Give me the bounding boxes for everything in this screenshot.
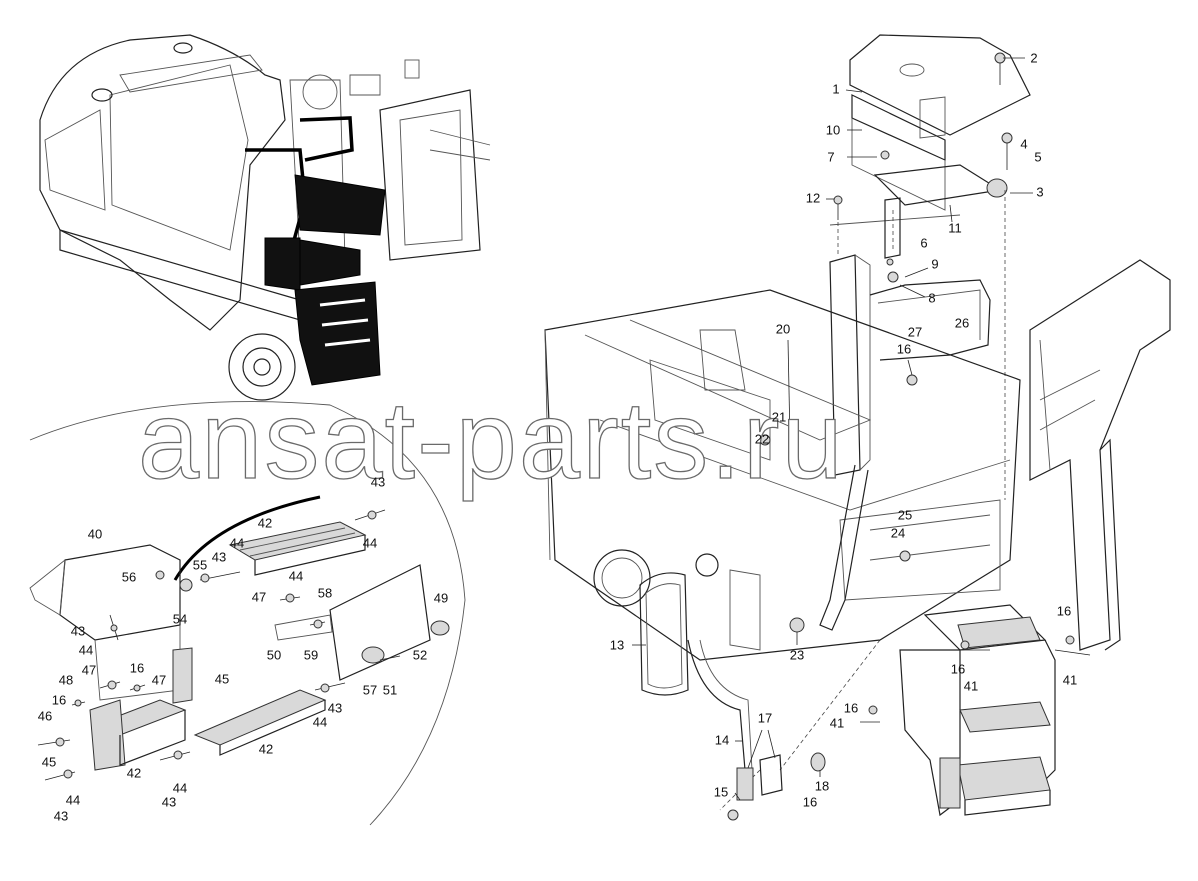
callout-label: 20 (776, 321, 790, 336)
callout-label: 45 (42, 754, 56, 769)
callout-label: 51 (383, 682, 397, 697)
callout-label: 43 (162, 794, 176, 809)
callout-label: 44 (289, 568, 303, 583)
callout-label: 16 (52, 692, 66, 707)
callout-label: 1 (832, 81, 839, 96)
callout-label: 45 (215, 671, 229, 686)
callout-label: 59 (304, 647, 318, 662)
step-plate-top (228, 521, 367, 576)
callout-label: 43 (212, 549, 226, 564)
callout-label: 42 (127, 765, 141, 780)
callout-label: 14 (715, 732, 729, 747)
side-plate (172, 647, 193, 704)
callout-label: 41 (830, 715, 844, 730)
callout-label: 25 (898, 507, 912, 522)
detail-circle (29, 401, 466, 826)
callout-label: 43 (371, 474, 385, 489)
callout-label: 41 (1063, 672, 1077, 687)
step-assembly-detail (29, 495, 450, 781)
step-plate-middle (193, 689, 327, 756)
callout-label: 11 (948, 220, 962, 235)
callout-label: 12 (806, 190, 820, 205)
callout-label: 44 (173, 780, 187, 795)
callout-label: 42 (258, 515, 272, 530)
step-plate-lower (89, 699, 187, 771)
callout-label: 10 (826, 122, 840, 137)
callout-label: 46 (38, 708, 52, 723)
callout-label: 44 (230, 535, 244, 550)
callout-label: 43 (71, 623, 85, 638)
callout-label: 58 (318, 585, 332, 600)
callout-label: 8 (928, 290, 935, 305)
callout-label: 47 (252, 589, 266, 604)
callout-label: 4 (1020, 136, 1027, 151)
callout-label: 41 (964, 678, 978, 693)
callout-label: 44 (79, 642, 93, 657)
callout-label: 52 (413, 647, 427, 662)
callout-label: 7 (827, 149, 834, 164)
callout-label: 16 (130, 660, 144, 675)
callout-label: 44 (363, 535, 377, 550)
callout-label: 54 (173, 611, 187, 626)
callout-label: 44 (313, 714, 327, 729)
callout-label: 16 (803, 794, 817, 809)
callout-label: 16 (951, 661, 965, 676)
callout-label: 27 (908, 324, 922, 339)
callout-label: 23 (790, 647, 804, 662)
callout-label: 3 (1036, 184, 1043, 199)
callout-label: 16 (897, 341, 911, 356)
callout-label: 26 (955, 315, 969, 330)
callout-label: 13 (610, 637, 624, 652)
step-unit-right (899, 604, 1056, 817)
callout-label: 15 (714, 784, 728, 799)
callout-label: 47 (152, 672, 166, 687)
watermark: ansat-parts.ru (138, 379, 845, 502)
bolts-left (37, 509, 401, 781)
callout-label: 48 (59, 672, 73, 687)
callout-label: 49 (434, 590, 448, 605)
machine-overview (39, 34, 491, 401)
callout-label: 40 (88, 526, 102, 541)
callout-label: 22 (755, 431, 769, 446)
callout-label: 24 (891, 525, 905, 540)
callout-label: 56 (122, 569, 136, 584)
callout-label: 55 (193, 557, 207, 572)
callout-label: 2 (1030, 50, 1037, 65)
callout-label: 9 (931, 256, 938, 271)
callout-label: 17 (758, 710, 772, 725)
callout-label: 16 (1057, 603, 1071, 618)
callout-label: 43 (328, 700, 342, 715)
callout-label: 18 (815, 778, 829, 793)
callout-label: 16 (844, 700, 858, 715)
callout-label: 57 (363, 682, 377, 697)
callout-label: 43 (54, 808, 68, 823)
callout-label: 21 (772, 409, 786, 424)
callout-label: 6 (920, 235, 927, 250)
callout-label: 42 (259, 741, 273, 756)
main-frame-detail (544, 34, 1171, 821)
callout-label: 50 (267, 647, 281, 662)
callout-label: 47 (82, 662, 96, 677)
callout-label: 5 (1034, 149, 1041, 164)
callout-label: 44 (66, 792, 80, 807)
